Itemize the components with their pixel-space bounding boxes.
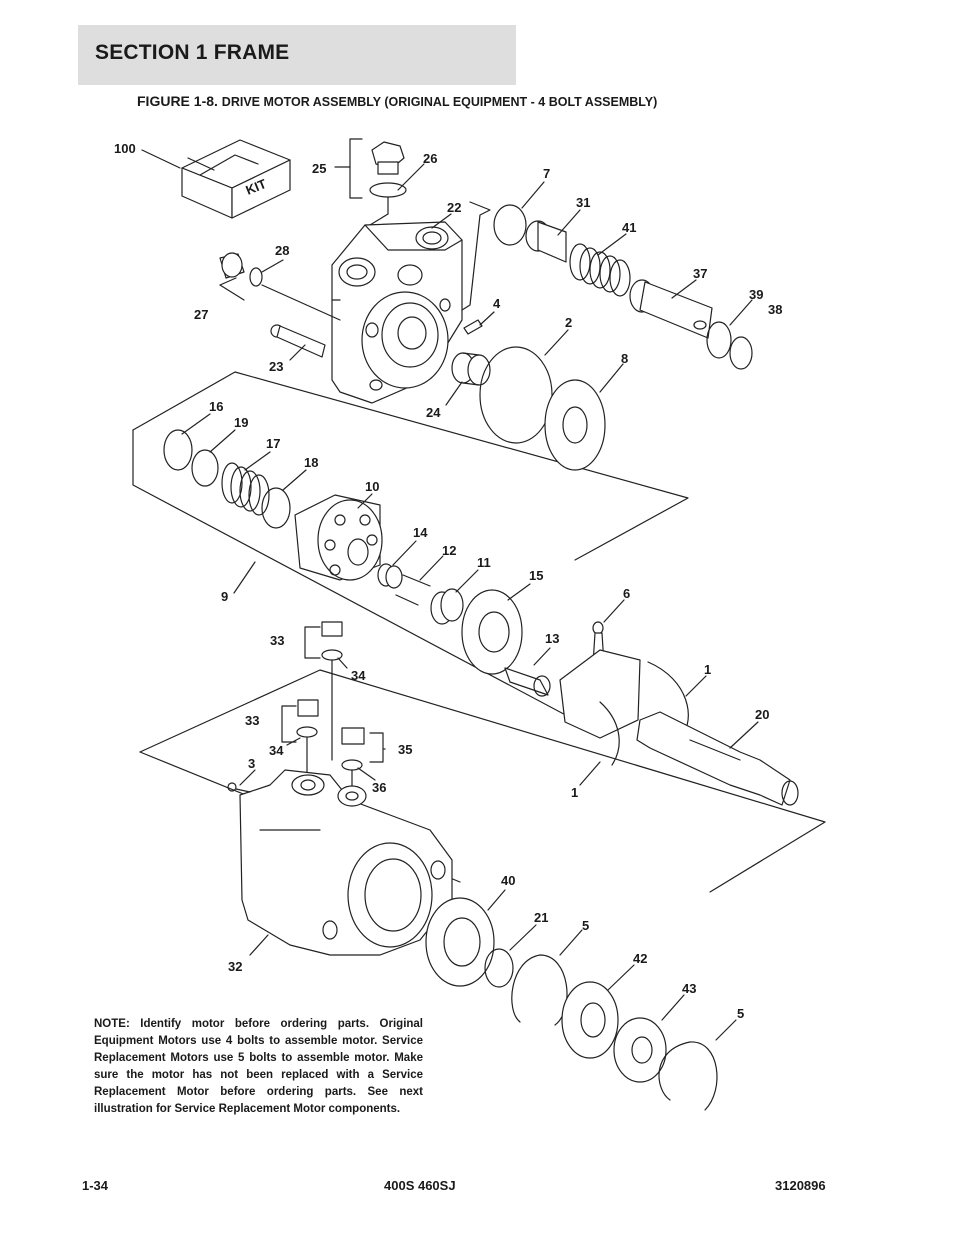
ordering-note: NOTE: Identify motor before ordering par… [94, 1018, 423, 1115]
callout-9: 9 [221, 589, 228, 604]
callout-8: 8 [621, 351, 628, 366]
callout-34-upper: 34 [351, 668, 366, 683]
section-title: SECTION 1 FRAME [95, 41, 290, 64]
callout-41: 41 [622, 220, 636, 235]
callout-21: 21 [534, 910, 548, 925]
callout-35: 35 [398, 742, 412, 757]
callout-3: 3 [248, 756, 255, 771]
callout-6: 6 [623, 586, 630, 601]
callout-100: 100 [114, 141, 136, 156]
callout-2: 2 [565, 315, 572, 330]
spring-41 [569, 243, 631, 297]
figure-title: FIGURE 1-8. DRIVE MOTOR ASSEMBLY (ORIGIN… [137, 93, 657, 109]
figure-label: FIGURE 1-8. [137, 93, 218, 109]
page-number: 1-34 [82, 1178, 109, 1193]
callout-1-lower: 1 [571, 785, 578, 800]
callout-4: 4 [493, 296, 501, 311]
callout-22: 22 [447, 200, 461, 215]
callout-26: 26 [423, 151, 437, 166]
callout-40: 40 [501, 873, 515, 888]
callout-11: 11 [477, 555, 491, 570]
callout-27: 27 [194, 307, 208, 322]
callout-10: 10 [365, 479, 379, 494]
kit-label: KIT [244, 176, 269, 198]
callout-39: 39 [749, 287, 763, 302]
callout-5-upper: 5 [582, 918, 589, 933]
callout-31: 31 [576, 195, 590, 210]
section-header-bar [78, 25, 516, 85]
callout-36: 36 [372, 780, 386, 795]
callout-20: 20 [755, 707, 769, 722]
callout-28: 28 [275, 243, 289, 258]
callout-18: 18 [304, 455, 318, 470]
callout-14: 14 [413, 525, 428, 540]
callout-13: 13 [545, 631, 559, 646]
kit-box-illustration [181, 139, 291, 219]
callout-23: 23 [269, 359, 283, 374]
document-number: 3120896 [775, 1178, 826, 1193]
callout-33-upper: 33 [270, 633, 284, 648]
callout-32: 32 [228, 959, 242, 974]
callout-24: 24 [426, 405, 441, 420]
callout-17: 17 [266, 436, 280, 451]
model-number: 400S 460SJ [384, 1178, 456, 1193]
callout-43: 43 [682, 981, 696, 996]
callout-12: 12 [442, 543, 456, 558]
motor-housing [239, 769, 453, 956]
callout-34-lower: 34 [269, 743, 284, 758]
callout-5-lower: 5 [737, 1006, 744, 1021]
callout-37: 37 [693, 266, 707, 281]
callout-19: 19 [234, 415, 248, 430]
callout-38: 38 [768, 302, 782, 317]
figure-caption: DRIVE MOTOR ASSEMBLY (ORIGINAL EQUIPMENT… [221, 95, 658, 109]
callout-1-upper: 1 [704, 662, 711, 677]
callout-7: 7 [543, 166, 550, 181]
callout-16: 16 [209, 399, 223, 414]
spring-17 [221, 462, 270, 516]
callout-15: 15 [529, 568, 543, 583]
callout-33-lower: 33 [245, 713, 259, 728]
port-end-cover [331, 221, 463, 404]
callout-42: 42 [633, 951, 647, 966]
callout-25: 25 [312, 161, 326, 176]
